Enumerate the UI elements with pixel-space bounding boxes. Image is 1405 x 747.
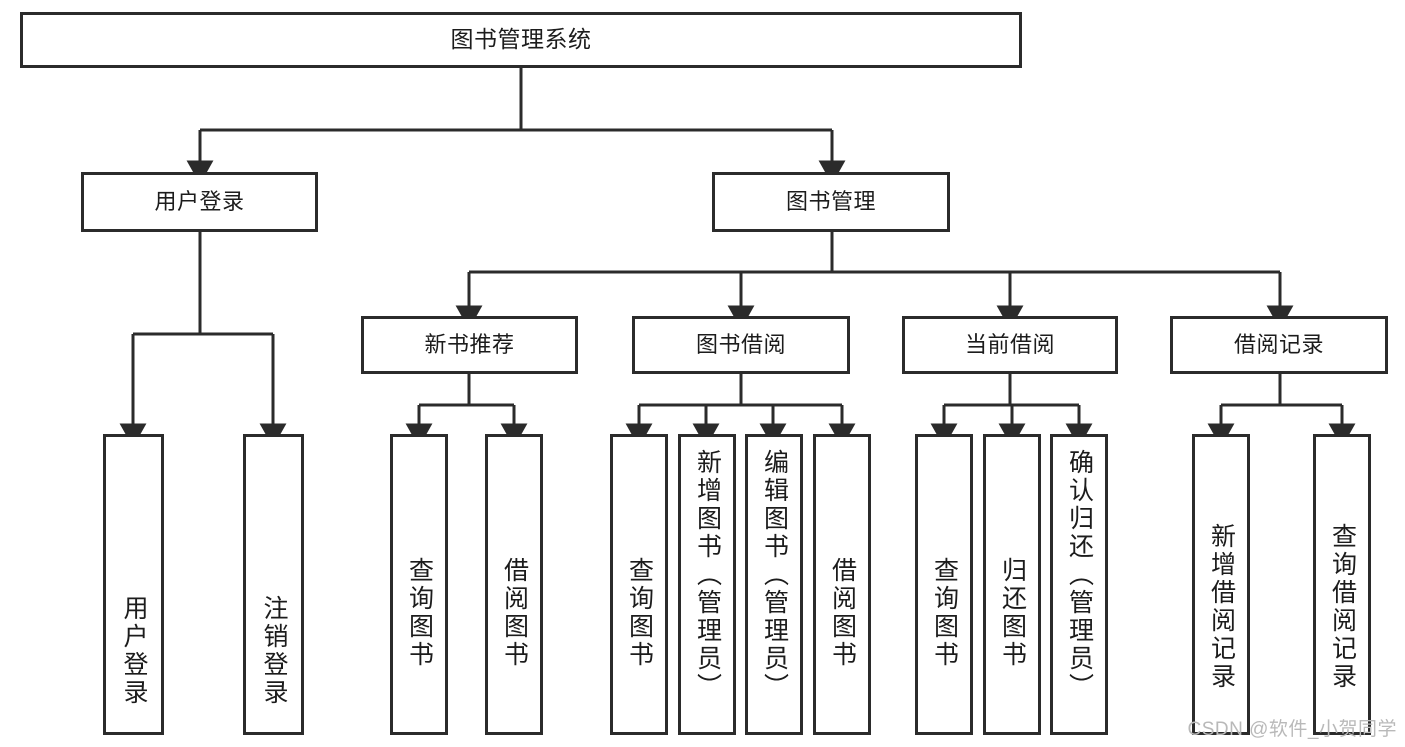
node-label: 借阅图书 — [828, 557, 857, 669]
node-label: 借阅记录 — [1233, 331, 1324, 357]
leaf-borrow-add-book-admin[interactable]: 新增图书（管理员） — [678, 434, 736, 735]
leaf-recommend-borrow-book[interactable]: 借阅图书 — [485, 434, 543, 735]
node-label: 归还图书 — [998, 557, 1027, 669]
node-new-book-recommend[interactable]: 新书推荐 — [361, 316, 578, 374]
node-label: 图书借阅 — [695, 331, 786, 357]
node-label: 查询图书 — [625, 557, 654, 669]
node-label: 查询图书 — [930, 557, 959, 669]
node-label: 注销登录 — [260, 595, 288, 707]
watermark-text: CSDN @软件_小贺同学 — [1187, 719, 1397, 740]
node-user-login[interactable]: 用户登录 — [81, 172, 318, 232]
node-label: 当前借阅 — [964, 331, 1055, 357]
node-root-system[interactable]: 图书管理系统 — [20, 12, 1022, 68]
node-label: 新增借阅记录 — [1207, 523, 1236, 691]
node-label: 新书推荐 — [424, 331, 515, 357]
node-current-borrow[interactable]: 当前借阅 — [902, 316, 1118, 374]
node-book-management[interactable]: 图书管理 — [712, 172, 950, 232]
leaf-borrow-query-book[interactable]: 查询图书 — [610, 434, 668, 735]
leaf-record-add-borrow-record[interactable]: 新增借阅记录 — [1192, 434, 1250, 735]
node-label: 确认归还（管理员） — [1065, 449, 1094, 701]
leaf-user-login[interactable]: 用户登录 — [103, 434, 164, 735]
node-label: 图书管理系统 — [450, 26, 592, 53]
node-label: 图书管理 — [785, 188, 876, 214]
leaf-borrow-borrow-book[interactable]: 借阅图书 — [813, 434, 871, 735]
leaf-recommend-query-book[interactable]: 查询图书 — [390, 434, 448, 735]
node-label: 查询借阅记录 — [1328, 523, 1357, 691]
node-label: 用户登录 — [120, 595, 148, 707]
node-label: 用户登录 — [154, 188, 245, 214]
leaf-record-query-borrow-record[interactable]: 查询借阅记录 — [1313, 434, 1371, 735]
leaf-current-return-book[interactable]: 归还图书 — [983, 434, 1041, 735]
node-book-borrow[interactable]: 图书借阅 — [632, 316, 850, 374]
node-label: 借阅图书 — [500, 557, 529, 669]
node-label: 新增图书（管理员） — [693, 449, 722, 701]
node-label: 查询图书 — [405, 557, 434, 669]
node-borrow-record[interactable]: 借阅记录 — [1170, 316, 1388, 374]
node-label: 编辑图书（管理员） — [760, 449, 789, 701]
leaf-current-query-book[interactable]: 查询图书 — [915, 434, 973, 735]
leaf-borrow-edit-book-admin[interactable]: 编辑图书（管理员） — [745, 434, 803, 735]
leaf-current-confirm-return-admin[interactable]: 确认归还（管理员） — [1050, 434, 1108, 735]
leaf-user-logout[interactable]: 注销登录 — [243, 434, 304, 735]
